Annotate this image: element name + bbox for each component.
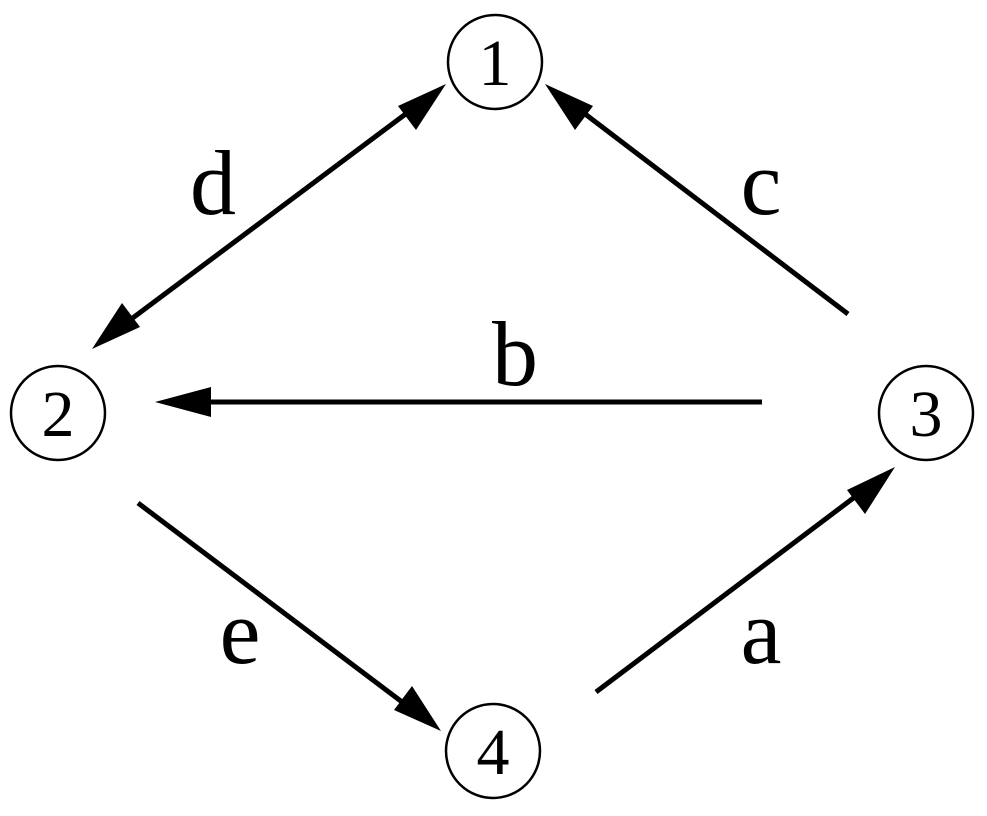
edge-e-label: e [220, 581, 261, 683]
node-4-label: 4 [477, 716, 510, 789]
edge-d-line [112, 98, 425, 335]
edge-d-arrowhead-to-2 [92, 303, 140, 349]
edge-a-line [594, 482, 874, 694]
node-1: 1 [446, 13, 544, 111]
node-1-circle [446, 13, 544, 111]
node-4: 4 [444, 702, 542, 800]
edge-b: b [155, 303, 762, 417]
edge-b-label: b [492, 303, 538, 405]
edge-e-line [136, 501, 420, 716]
node-3-label: 3 [910, 378, 943, 451]
edge-e: e [136, 501, 441, 731]
node-2: 2 [9, 364, 107, 462]
edge-a-arrowhead [847, 467, 895, 514]
edge-b-arrowhead [155, 387, 211, 417]
edge-c-arrowhead [545, 84, 593, 130]
node-4-circle [444, 702, 542, 800]
node-2-label: 2 [42, 378, 75, 451]
edge-c-line [566, 99, 850, 316]
edge-a: a [594, 467, 895, 694]
edge-c: c [545, 84, 850, 316]
edge-a-label: a [741, 581, 782, 683]
edge-d: d [92, 84, 446, 349]
node-1-label: 1 [479, 27, 512, 100]
node-3-circle [877, 364, 975, 462]
node-3: 3 [877, 364, 975, 462]
edge-c-label: c [741, 132, 782, 234]
node-2-circle [9, 364, 107, 462]
edge-d-arrowhead-to-1 [398, 84, 446, 130]
edge-e-arrowhead [394, 686, 441, 731]
edge-d-label: d [190, 132, 236, 234]
